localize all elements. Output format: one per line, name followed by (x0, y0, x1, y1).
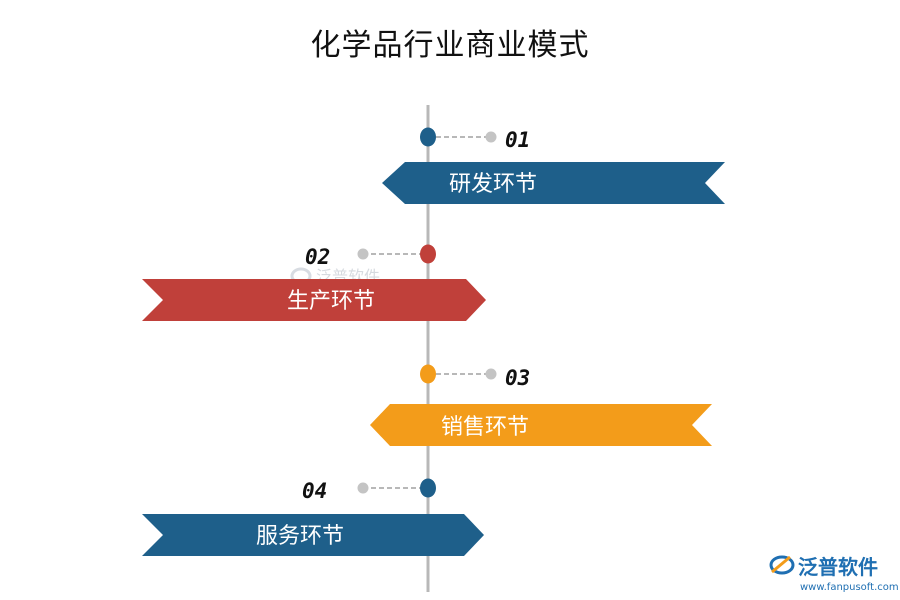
stage-01: 01 研发环节 (382, 127, 725, 204)
timeline-node-02 (420, 244, 436, 264)
stage-02: 02 泛普软件 生产环节 (142, 244, 486, 321)
stage-banner-02 (142, 279, 486, 321)
connector-dot-02 (357, 248, 369, 260)
stage-number-03: 03 (505, 366, 530, 390)
stage-banner-01 (382, 162, 725, 204)
brand-logo: 泛普软件 www.fanpusoft.com (769, 555, 899, 593)
diagram-title: 化学品行业商业模式 (310, 28, 590, 63)
stage-03: 03 销售环节 (370, 364, 712, 446)
brand-logo-name: 泛普软件 (798, 555, 878, 579)
connector-dot-04 (357, 482, 369, 494)
stage-label-03: 销售环节 (441, 415, 529, 440)
stage-04: 04 服务环节 (142, 478, 484, 556)
timeline-node-03 (420, 364, 436, 384)
timeline-node-04 (420, 478, 436, 498)
stage-number-04: 04 (302, 479, 327, 503)
stage-label-01: 研发环节 (449, 172, 537, 197)
stage-banner-03 (370, 404, 712, 446)
timeline-node-01 (420, 127, 436, 147)
stage-banner-04 (142, 514, 484, 556)
brand-logo-icon (769, 555, 795, 575)
stage-number-01: 01 (505, 128, 530, 152)
connector-dot-01 (485, 131, 497, 143)
connector-dot-03 (485, 368, 497, 380)
stage-label-02: 生产环节 (287, 289, 375, 314)
brand-logo-url: www.fanpusoft.com (800, 582, 899, 593)
stage-number-02: 02 (305, 245, 330, 269)
stage-label-04: 服务环节 (256, 524, 344, 549)
